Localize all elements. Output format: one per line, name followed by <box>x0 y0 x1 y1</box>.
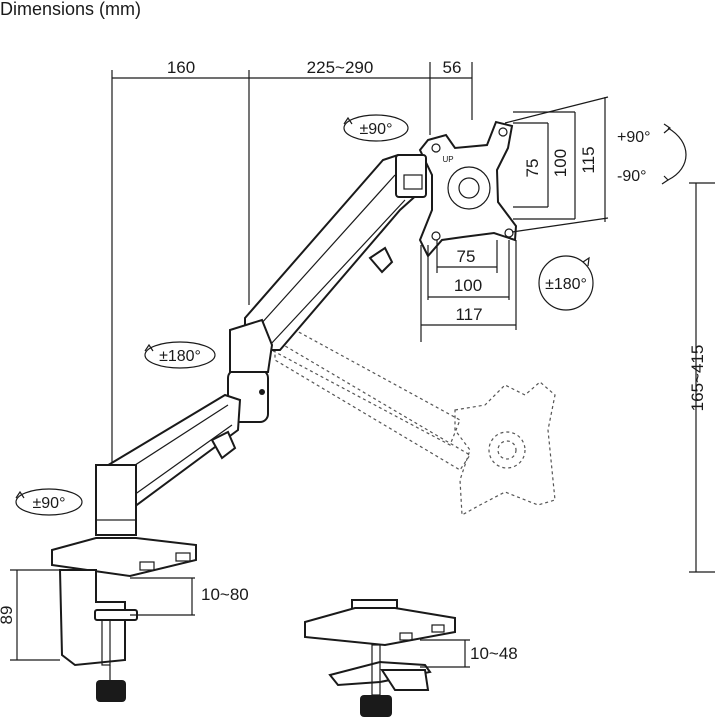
vesa-v115-label: 115 <box>579 146 598 173</box>
vesa-vertical-dimensions: 75 100 115 <box>504 96 609 233</box>
rotation-arrow-icon <box>538 255 594 311</box>
clamp-dimensions: 89 10~80 <box>0 569 249 661</box>
tilt-down-label: -90° <box>617 168 647 185</box>
pole <box>95 464 137 536</box>
rotation-arrow-icon <box>15 488 83 516</box>
base-rotation-label: ±90° <box>33 495 66 512</box>
plate-rotation-label: ±180° <box>545 276 587 293</box>
height-dimension: 165~415 <box>688 182 715 573</box>
clamp-height-label: 89 <box>0 606 16 625</box>
clamp-base <box>51 537 197 702</box>
rotation-badge-head: ±90° <box>343 114 409 142</box>
vesa-v75-label: 75 <box>523 159 542 178</box>
rotation-badge-plate: ±180° <box>538 255 594 311</box>
rotation-badge-base: ±90° <box>15 488 83 516</box>
grommet-range-label: 10~48 <box>470 644 518 663</box>
rotation-arrow-icon <box>144 341 216 369</box>
elbow-rotation-label: ±180° <box>159 348 201 365</box>
diagram-title: Dimensions (mm) <box>0 0 141 19</box>
rotation-badge-elbow: ±180° <box>144 341 216 369</box>
tilt-arc-icon <box>667 127 687 181</box>
dim-160-label: 160 <box>167 58 195 77</box>
grommet-base <box>304 599 456 717</box>
rotation-arrow-icon <box>343 114 409 142</box>
tilt-indicator: +90° -90° <box>617 123 687 185</box>
vesa-h75-label: 75 <box>457 247 476 266</box>
height-range-label: 165~415 <box>688 345 707 412</box>
clamp-range-label: 10~80 <box>201 585 249 604</box>
vesa-v100-label: 100 <box>551 149 570 177</box>
vesa-plate: UP <box>418 120 518 258</box>
vesa-h100-label: 100 <box>454 276 482 295</box>
grommet-dimension: 10~48 <box>420 639 518 668</box>
vesa-horizontal-dimensions: 75 100 117 <box>420 240 517 342</box>
dim-reach-label: 225~290 <box>307 58 374 77</box>
plate-up-label: UP <box>442 155 453 164</box>
upper-arm <box>244 153 427 351</box>
vesa-h117-label: 117 <box>455 305 482 324</box>
lowered-arm-ghost <box>261 310 556 516</box>
top-dimension-lines: 160 225~290 56 <box>111 58 473 470</box>
head-rotation-label: ±90° <box>360 121 393 138</box>
dim-56-label: 56 <box>443 58 462 77</box>
tilt-up-label: +90° <box>617 129 651 146</box>
